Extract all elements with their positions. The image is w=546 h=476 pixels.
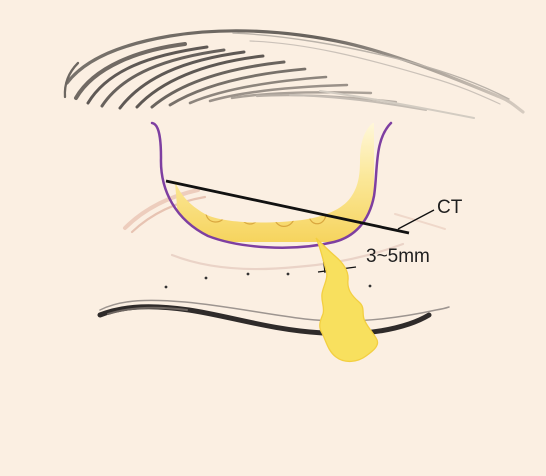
eyebrow-icon [65,31,523,118]
distance-label: 3~5mm [366,246,430,267]
fat-pad-icon [152,116,391,248]
ct-label: CT [437,197,463,218]
ct-leader-line [398,210,434,229]
